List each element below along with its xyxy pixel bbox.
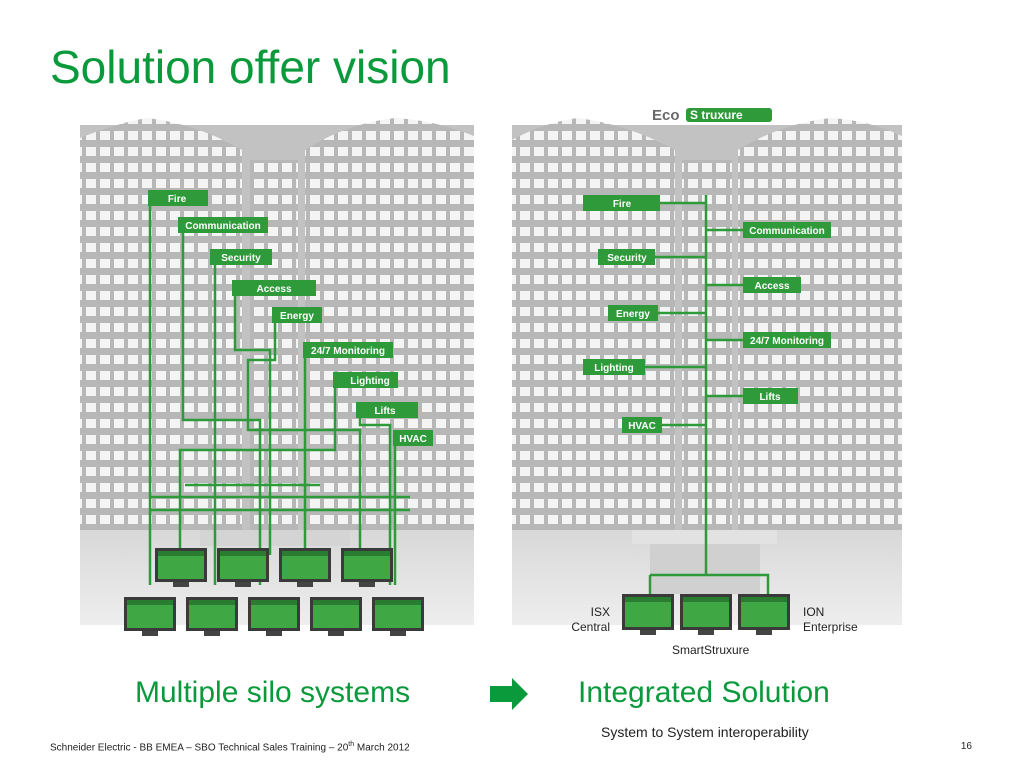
caption-multiple-silo: Multiple silo systems [135, 676, 411, 709]
monitor-icon [279, 548, 331, 587]
ecostruxure-logo: Eco S truxure [650, 104, 774, 126]
left-label-lighting: Lighting [350, 376, 389, 387]
right-label-hvac: HVAC [628, 421, 656, 432]
left-label-hvac: HVAC [399, 434, 427, 445]
monitor-icon [155, 548, 207, 587]
slide-title: Solution offer vision [50, 41, 451, 93]
monitor-icon [186, 597, 238, 636]
left-label-communication: Communication [185, 221, 261, 232]
right-label-communication: Communication [749, 226, 825, 237]
left-monitors [124, 548, 424, 636]
right-label-energy: Energy [616, 309, 650, 320]
right-label-lifts: Lifts [759, 392, 781, 403]
right-label-security: Security [607, 253, 647, 264]
monitor-icon [217, 548, 269, 587]
monitor-icon [680, 594, 732, 635]
footer-sup: th [348, 741, 355, 748]
right-system-labels: Fire Communication Security Access Energ… [583, 195, 831, 433]
monitor-icon [738, 594, 790, 635]
right-label-access: Access [754, 281, 789, 292]
footer-tail: March 2012 [354, 742, 410, 754]
arrow-right-icon [490, 678, 528, 710]
ion-line1: ION [803, 605, 825, 619]
isx-central-label: ISX Central [568, 605, 610, 635]
monitor-icon [124, 597, 176, 636]
isx-line1: ISX [590, 605, 610, 619]
right-label-lighting: Lighting [594, 363, 633, 374]
caption-integrated: Integrated Solution [578, 676, 830, 709]
subcaption-interoperability: System to System interoperability [601, 724, 809, 740]
footer-text: Schneider Electric - BB EMEA – SBO Techn… [50, 741, 410, 753]
right-integrated-lines [645, 195, 770, 595]
left-label-security: Security [221, 253, 261, 264]
right-label-monitoring: 24/7 Monitoring [750, 336, 824, 347]
right-label-fire: Fire [613, 199, 632, 210]
left-label-lifts: Lifts [374, 406, 396, 417]
isx-line2: Central [571, 620, 610, 634]
smartstruxure-label: SmartStruxure [672, 643, 750, 657]
monitor-icon [248, 597, 300, 636]
monitor-icon [622, 594, 674, 635]
footer-main: Schneider Electric - BB EMEA – SBO Techn… [50, 742, 349, 754]
left-system-labels: Fire Communication Security Access Energ… [148, 190, 433, 446]
monitor-icon [310, 597, 362, 636]
monitor-icon [372, 597, 424, 636]
ion-line2: Enterprise [803, 620, 858, 634]
ion-enterprise-label: ION Enterprise [803, 605, 858, 635]
left-silo-lines [148, 205, 410, 585]
svg-text:S truxure: S truxure [690, 108, 743, 122]
left-label-energy: Energy [280, 311, 314, 322]
left-label-fire: Fire [168, 194, 187, 205]
monitor-icon [341, 548, 393, 587]
svg-text:Eco: Eco [652, 107, 680, 124]
left-label-access: Access [256, 284, 291, 295]
page-number: 16 [960, 741, 972, 752]
right-monitors [622, 594, 790, 635]
left-building [80, 118, 474, 625]
left-label-monitoring: 24/7 Monitoring [311, 346, 385, 357]
